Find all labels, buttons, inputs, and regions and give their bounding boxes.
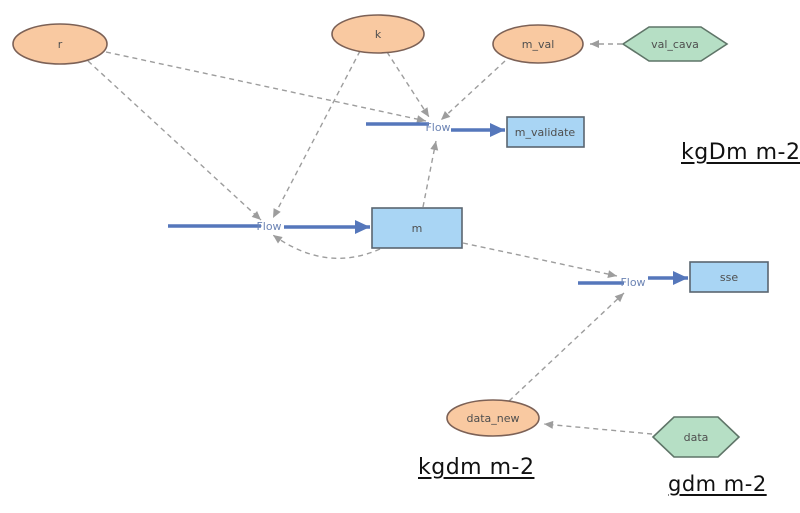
stock-sse-label: sse bbox=[720, 271, 738, 284]
units-annotation-kgDm[interactable]: kgDm m-2 bbox=[681, 140, 800, 165]
const-data-hexagon[interactable] bbox=[651, 416, 741, 458]
connector-k-to-validate-inflow bbox=[386, 51, 430, 118]
connector-mval-to-validate-inflow bbox=[440, 60, 506, 121]
connector-m-feedback-to-m-inflow bbox=[272, 234, 381, 259]
connector-datanew-to-sse-inflow bbox=[508, 292, 625, 402]
connector-m-to-sse-inflow bbox=[462, 242, 618, 279]
stock-mvalidate-label: m_validate bbox=[515, 126, 576, 139]
const-valcava-label: val_cava bbox=[651, 38, 699, 51]
const-data-label: data bbox=[684, 431, 709, 444]
const-valcava-hexagon[interactable] bbox=[621, 26, 729, 62]
m-inflow-valve-label[interactable]: Flow bbox=[256, 220, 281, 233]
stock-m-box[interactable] bbox=[371, 207, 463, 249]
units-annotation-gdm[interactable]: gdm m-2 bbox=[668, 472, 767, 496]
connector-m-to-validate-inflow bbox=[422, 140, 439, 208]
stock-mvalidate-box[interactable] bbox=[506, 116, 585, 148]
aux-r-ellipse[interactable] bbox=[12, 23, 108, 65]
validate-inflow-valve-label[interactable]: Flow bbox=[425, 121, 450, 134]
connector-k-to-m-inflow bbox=[272, 50, 361, 219]
connector-r-to-m-inflow bbox=[87, 60, 262, 221]
sse-inflow-valve-label[interactable]: Flow bbox=[620, 276, 645, 289]
aux-k-ellipse[interactable] bbox=[331, 14, 425, 54]
aux-datanew-ellipse[interactable] bbox=[446, 399, 540, 437]
aux-mval-ellipse[interactable] bbox=[492, 24, 584, 64]
units-annotation-kgdm[interactable]: kgdm m-2 bbox=[418, 455, 535, 480]
connector-r-to-validate-inflow bbox=[105, 51, 427, 124]
aux-datanew-label: data_new bbox=[466, 412, 519, 425]
aux-r-label: r bbox=[58, 38, 63, 51]
connector-data-to-datanew bbox=[543, 420, 653, 435]
stock-m-label: m bbox=[412, 222, 423, 235]
aux-k-label: k bbox=[375, 28, 382, 41]
aux-mval-label: m_val bbox=[522, 38, 555, 51]
stock-sse-box[interactable] bbox=[689, 261, 769, 293]
